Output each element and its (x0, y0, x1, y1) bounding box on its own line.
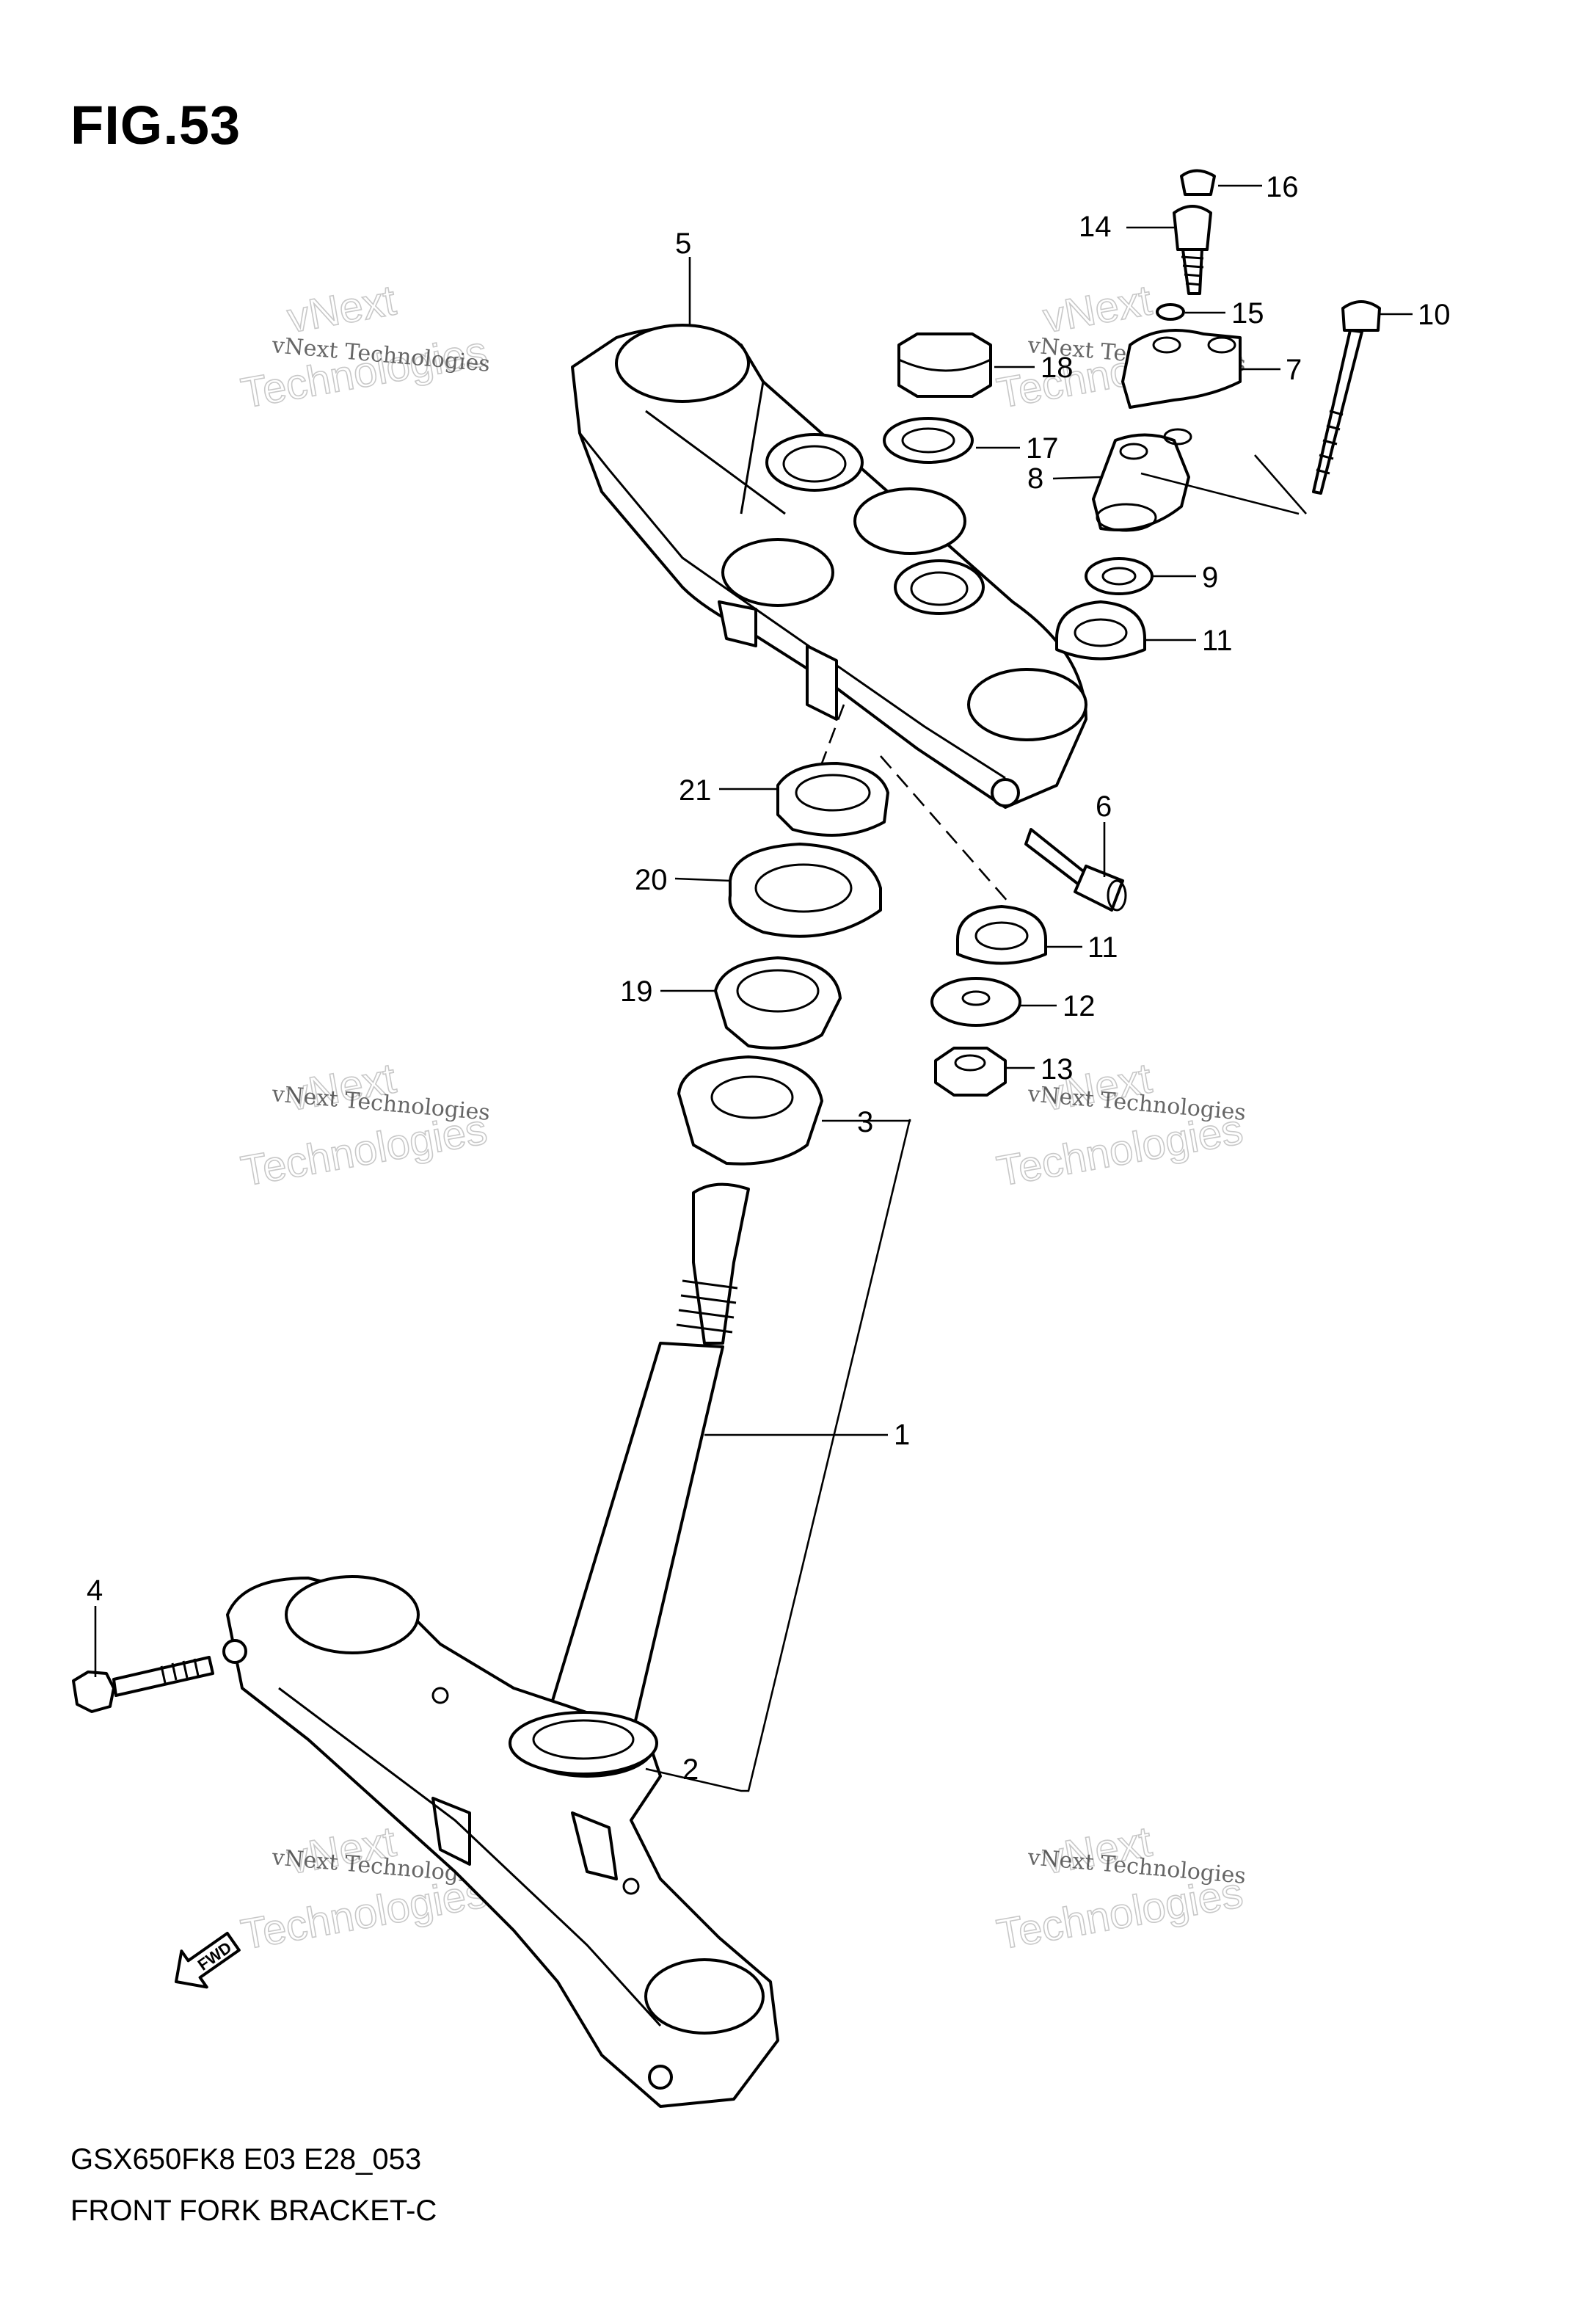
part-17-washer (883, 417, 974, 464)
callout-19: 19 (620, 975, 653, 1008)
part-11-cushion-upper (1055, 600, 1146, 661)
svg-text:vNext: vNext (1040, 276, 1155, 342)
callout-3: 3 (857, 1106, 873, 1138)
part-9-washer (1085, 557, 1154, 595)
callout-1: 1 (894, 1419, 910, 1451)
part-7-handlebar-holder-upper (1121, 329, 1242, 409)
forward-arrow-icon: FWD (175, 1932, 241, 1989)
part-1-steering-stem (542, 1182, 750, 1741)
part-5-upper-bracket (571, 324, 1087, 809)
part-4-lower-bracket-bolt (72, 1656, 214, 1713)
callout-15: 15 (1231, 297, 1264, 330)
part-14-holder-bolt (1173, 205, 1212, 295)
callout-13: 13 (1041, 1053, 1074, 1086)
callout-10: 10 (1418, 299, 1451, 331)
part-10-holder-bolt (1312, 300, 1381, 495)
callout-20: 20 (635, 864, 668, 896)
callout-5: 5 (675, 228, 691, 260)
callout-11-top: 11 (1202, 625, 1233, 657)
footer-figure-name: FRONT FORK BRACKET-C (70, 2195, 437, 2227)
callout-9: 9 (1202, 561, 1218, 594)
part-2-dust-seal (509, 1711, 658, 1775)
part-19-steering-bearing-upper (714, 956, 842, 1050)
leader-lines (94, 184, 1413, 1792)
callout-12: 12 (1063, 990, 1096, 1022)
callout-6: 6 (1096, 790, 1112, 823)
part-21-stem-lock-nut (776, 762, 889, 837)
callout-8: 8 (1027, 462, 1043, 495)
callout-18: 18 (1041, 352, 1074, 384)
callout-21: 21 (679, 774, 712, 807)
callout-numbers: 5 16 14 15 10 7 18 17 8 9 11 6 11 12 13 … (87, 171, 1451, 1786)
callout-14: 14 (1079, 211, 1112, 243)
part-15-washer (1156, 303, 1185, 321)
callout-17: 17 (1026, 432, 1059, 465)
callout-2: 2 (682, 1753, 699, 1786)
part-8-handlebar-holder-lower (1092, 428, 1192, 532)
footer-model-code: GSX650FK8 E03 E28_053 (70, 2143, 422, 2175)
part-13-nut (934, 1047, 1007, 1097)
part-20-dust-cover (728, 843, 882, 938)
part-18-stem-head-nut (897, 332, 992, 398)
part-3-steering-bearing-lower (677, 1055, 823, 1166)
svg-text:vNext: vNext (284, 276, 399, 342)
callout-16: 16 (1266, 171, 1299, 203)
callout-7: 7 (1286, 354, 1302, 386)
part-12-washer (930, 977, 1021, 1027)
callout-4: 4 (87, 1574, 103, 1607)
part-6-upper-bracket-bolt (1024, 828, 1127, 912)
callout-11-bottom: 11 (1087, 931, 1118, 964)
figure-title: FIG.53 (70, 95, 241, 156)
part-11-cushion-lower (956, 905, 1047, 965)
part-16-cap (1180, 169, 1216, 196)
